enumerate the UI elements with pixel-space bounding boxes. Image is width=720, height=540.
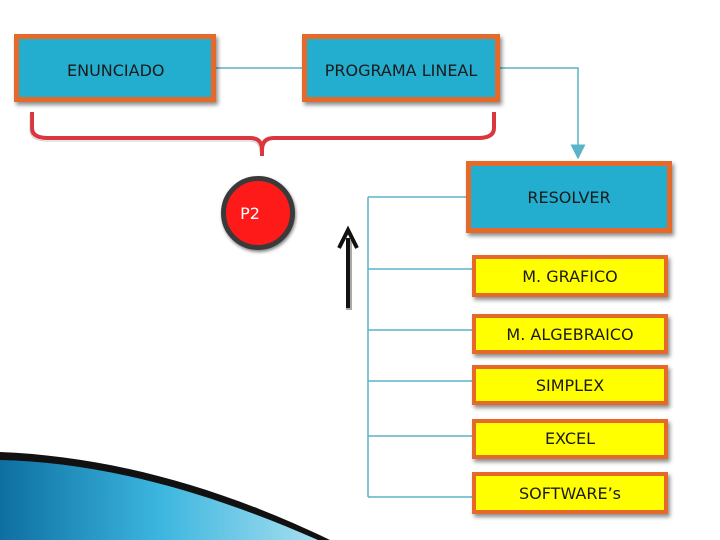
metodo-software-box: SOFTWARE’s <box>472 472 668 514</box>
resolver-label: RESOLVER <box>527 188 611 207</box>
metodo-grafico-label: M. GRAFICO <box>522 267 618 286</box>
programa-lineal-box: PROGRAMA LINEAL <box>302 34 500 102</box>
metodo-software-label: SOFTWARE’s <box>519 484 621 503</box>
metodo-simplex-label: SIMPLEX <box>535 376 605 395</box>
metodo-excel-label: EXCEL <box>544 429 596 448</box>
programa-lineal-label: PROGRAMA LINEAL <box>324 61 478 80</box>
metodo-excel-box: EXCEL <box>472 419 668 459</box>
p2-circle: P2 <box>221 176 295 250</box>
metodo-algebraico-label: M. ALGEBRAICO <box>506 325 634 344</box>
connector-programa-resolver <box>500 67 586 160</box>
metodo-grafico-box: M. GRAFICO <box>472 255 668 297</box>
metodo-algebraico-box: M. ALGEBRAICO <box>472 314 668 354</box>
brace-shadow <box>29 114 261 154</box>
decorative-swoosh <box>0 455 320 540</box>
up-arrow-icon <box>337 225 359 310</box>
enunciado-box: ENUNCIADO <box>14 34 216 102</box>
decorative-swoosh-edge <box>0 452 330 540</box>
enunciado-label: ENUNCIADO <box>67 61 165 80</box>
resolver-box: RESOLVER <box>466 161 672 233</box>
metodo-simplex-box: SIMPLEX <box>472 365 668 405</box>
brace-shape <box>30 112 496 156</box>
p2-label: P2 <box>240 203 260 223</box>
